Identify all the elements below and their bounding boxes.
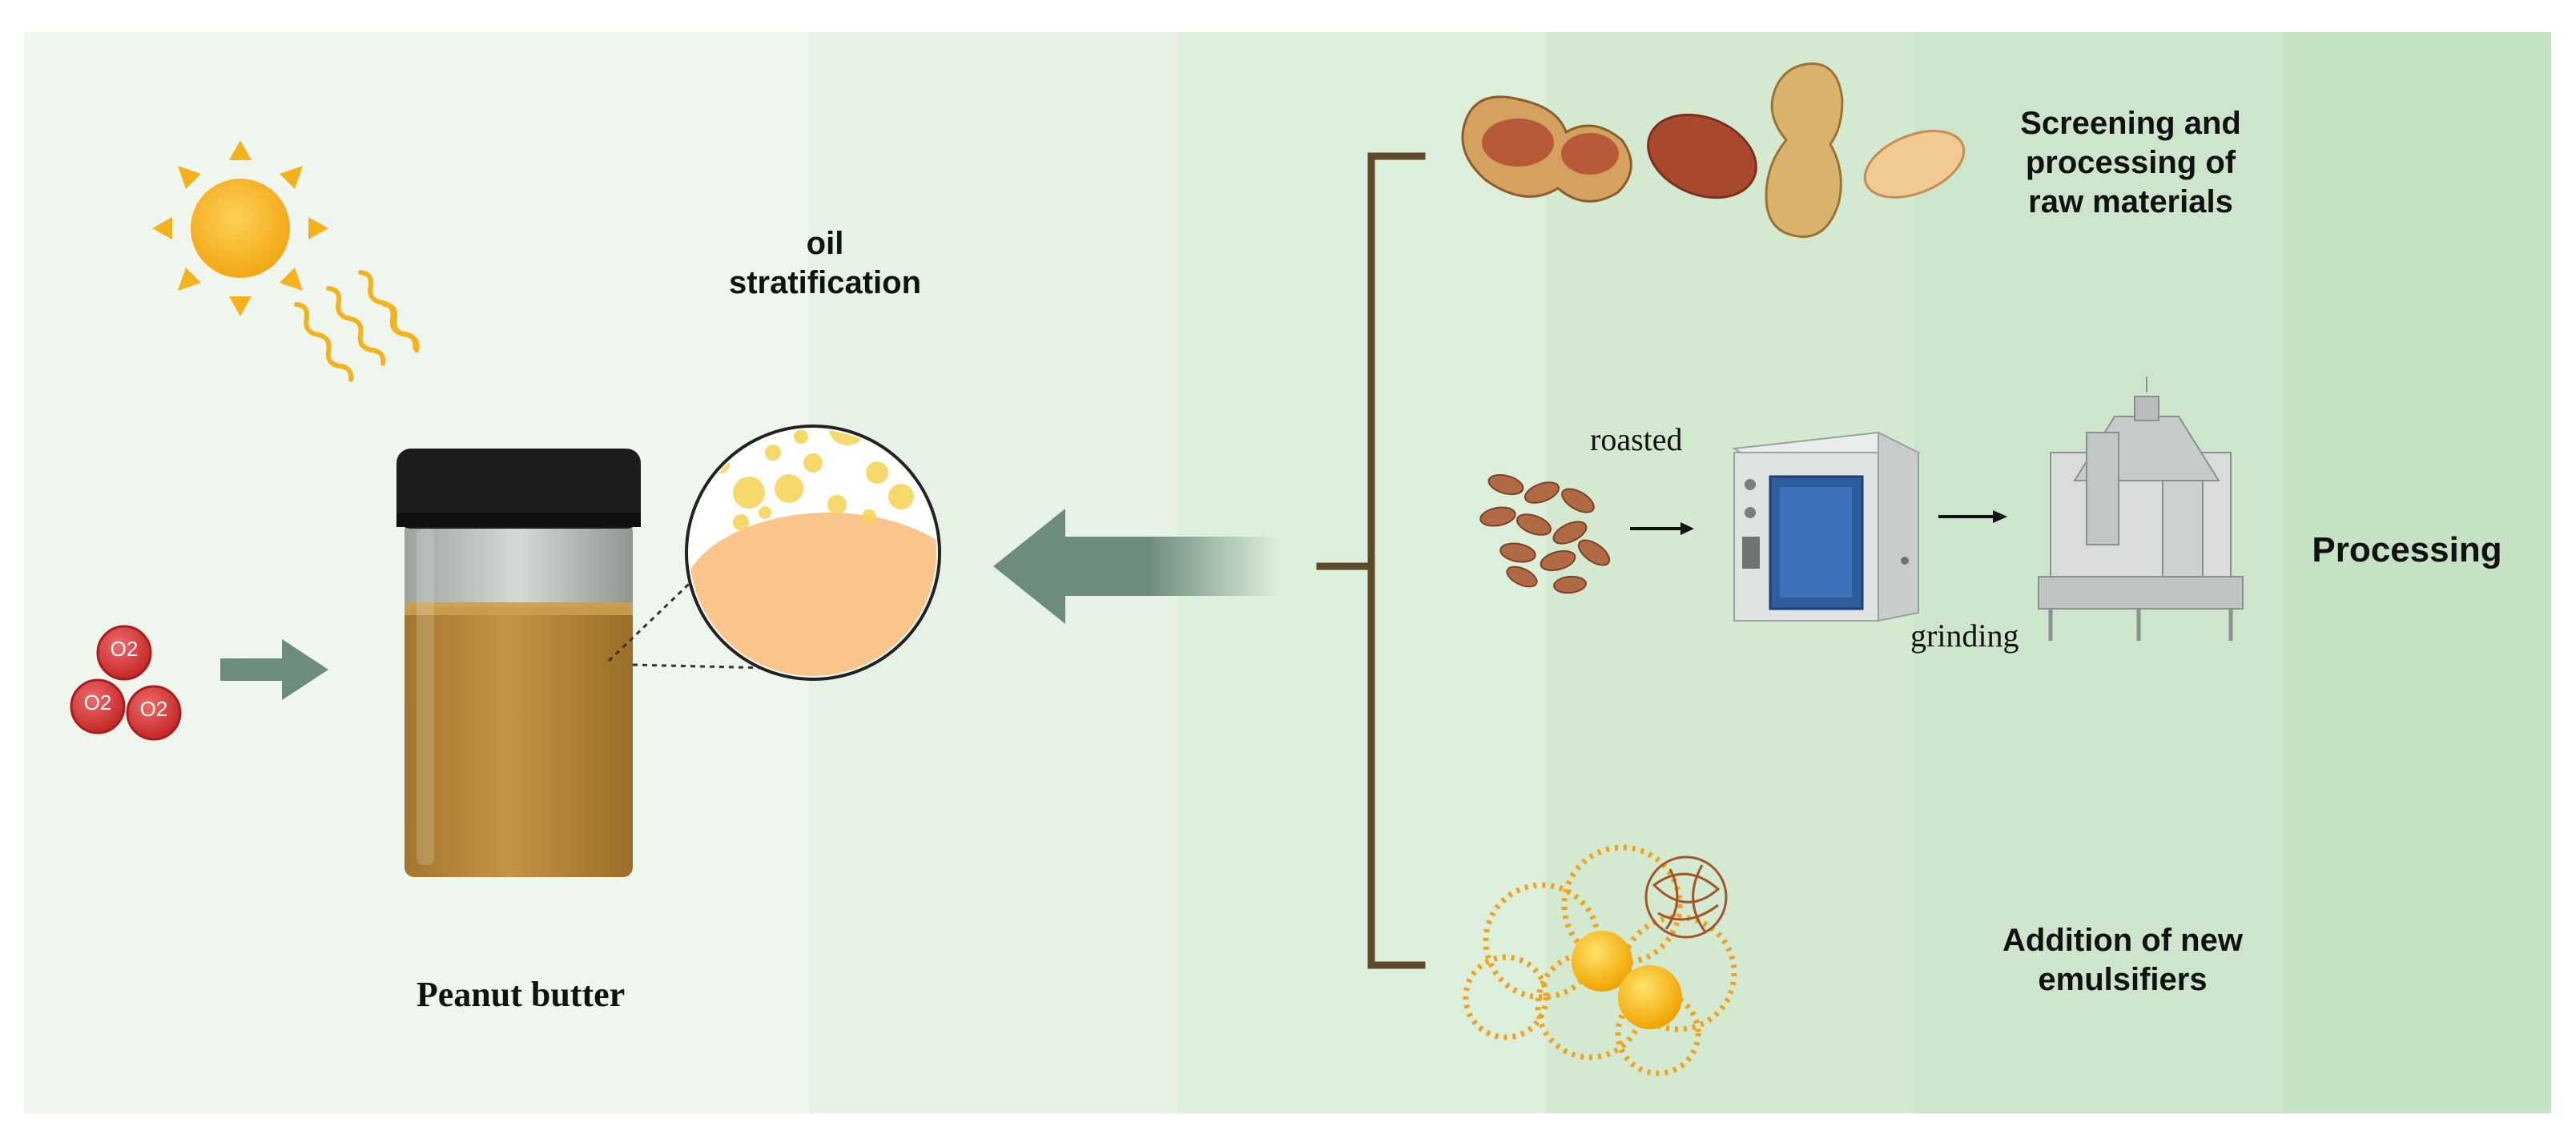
o2-text: O2 — [83, 690, 112, 714]
heat-wave-icon — [294, 270, 420, 382]
roasted-label: roasted — [1590, 421, 1683, 457]
process-to-product-arrow — [993, 509, 1278, 624]
o2-text: O2 — [110, 637, 139, 661]
o2-label-top: O2 — [104, 637, 144, 662]
emulsifier-particle-icon — [1463, 844, 1737, 1077]
oxygen-arrow — [220, 639, 328, 700]
emulsifiers-line-1: Addition of new — [2002, 923, 2243, 958]
roast-arrow — [1630, 522, 1694, 535]
grind-arrow — [1938, 510, 2007, 523]
grinder-machine-icon — [2038, 376, 2244, 641]
screening-line-1: Screening and — [2020, 106, 2241, 141]
zoom-lines — [607, 567, 806, 670]
peanut-butter-jar — [396, 449, 641, 877]
peanut-icon — [1461, 62, 1966, 238]
o2-label-left: O2 — [78, 690, 118, 716]
oil-stratification-line-1: oil — [806, 226, 844, 261]
o2-label-right: O2 — [134, 697, 174, 722]
background-band-6 — [2283, 32, 2551, 1113]
emulsifiers-line-2: emulsifiers — [2038, 961, 2208, 997]
oil-stratification-line-2: stratification — [728, 264, 922, 300]
peanut-butter-label: Peanut butter — [416, 975, 626, 1014]
roasted-peanuts-icon — [1479, 473, 1611, 594]
process-bracket — [1316, 152, 1426, 969]
processing-label: Processing — [2312, 530, 2502, 569]
oil-stratification-magnifier — [685, 425, 941, 681]
screening-label: Screening and processing of raw material… — [1978, 104, 2283, 221]
oven-icon — [1731, 431, 1922, 622]
grinding-label: grinding — [1910, 618, 2019, 654]
oxygen-molecule-icon — [70, 625, 182, 741]
screening-line-2: processing of — [2025, 144, 2236, 180]
oil-stratification-label: oil stratification — [705, 224, 945, 303]
screening-line-3: raw materials — [2028, 183, 2233, 219]
sun-icon — [152, 140, 328, 316]
o2-text: O2 — [139, 697, 168, 721]
emulsifiers-label: Addition of new emulsifiers — [1954, 921, 2291, 1000]
